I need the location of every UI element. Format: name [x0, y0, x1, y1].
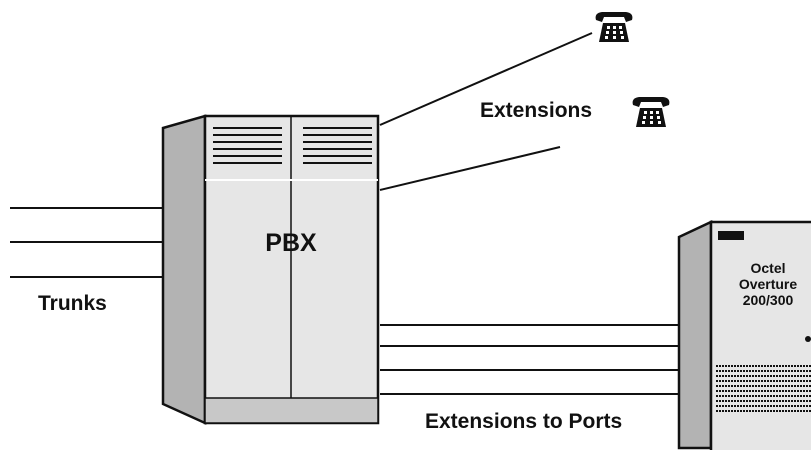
extensions-label: Extensions: [480, 99, 592, 122]
telephone-icon: [595, 12, 633, 42]
octel-label-line3: 200/300: [743, 292, 794, 308]
octel-side-panel: [677, 220, 713, 450]
trunks-label: Trunks: [38, 292, 107, 315]
pbx-label: PBX: [265, 229, 317, 257]
telephone-icon: [632, 97, 670, 127]
octel-vent: [716, 365, 811, 412]
pbx-cabinet: [161, 114, 380, 425]
port-lines: [380, 324, 683, 395]
pbx-side-panel: [161, 114, 207, 425]
pbx-vent-right: [303, 127, 372, 164]
octel-overture-unit: [677, 220, 811, 450]
octel-label-line1: Octel: [750, 260, 785, 276]
extension-lines: [379, 32, 593, 191]
extensions-to-ports-label: Extensions to Ports: [425, 410, 622, 433]
pbx-base: [204, 397, 379, 424]
octel-indicator-dot: [805, 336, 811, 342]
trunk-lines: [10, 207, 163, 278]
octel-display-slot: [718, 231, 744, 240]
octel-label-line2: Overture: [739, 276, 798, 292]
pbx-vent-left: [213, 127, 282, 164]
extension-line: [379, 146, 561, 191]
octel-front-panel: [709, 220, 811, 450]
extension-line: [379, 32, 593, 126]
